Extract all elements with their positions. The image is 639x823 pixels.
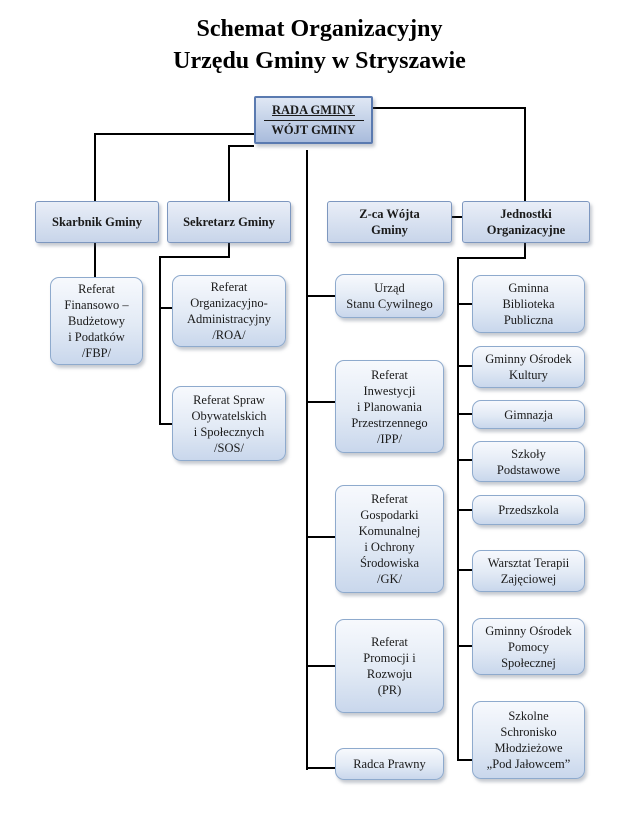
head-jednostki: Jednostki Organizacyjne [462, 201, 590, 243]
root-top-label: RADA GMINY [272, 102, 355, 117]
head-sekretarz: Sekretarz Gminy [167, 201, 291, 243]
unit-pr: Referat Promocji i Rozwoju (PR) [335, 619, 444, 713]
unit-fbp: Referat Finansowo – Budżetowy i Podatków… [50, 277, 143, 365]
unit-gok: Gminny Ośrodek Kultury [472, 346, 585, 388]
root-bottom-label: WÓJT GMINY [271, 122, 356, 137]
root-box: RADA GMINY WÓJT GMINY [254, 96, 373, 144]
unit-gops: Gminny Ośrodek Pomocy Społecznej [472, 618, 585, 675]
unit-schronisko: Szkolne Schronisko Młodzieżowe „Pod Jało… [472, 701, 585, 779]
connector-sekretarz-bus [159, 243, 230, 425]
unit-przedszkola: Przedszkola [472, 495, 585, 525]
unit-ipp: Referat Inwestycji i Planowania Przestrz… [335, 360, 444, 453]
unit-radca-prawny: Radca Prawny [335, 748, 444, 780]
unit-gk: Referat Gospodarki Komunalnej i Ochrony … [335, 485, 444, 593]
unit-szkoly: Szkoły Podstawowe [472, 441, 585, 482]
chart-title-line2: Urzędu Gminy w Stryszawie [173, 48, 466, 74]
unit-usc: Urząd Stanu Cywilnego [335, 274, 444, 318]
connector-root-jednostki [373, 107, 526, 201]
unit-sos: Referat Spraw Obywatelskich i Społecznyc… [172, 386, 286, 461]
head-zastepca: Z-ca Wójta Gminy [327, 201, 452, 243]
unit-roa: Referat Organizacyjno- Administracyjny /… [172, 275, 286, 347]
connector-root-skarbnik [94, 133, 254, 201]
root-separator [263, 119, 364, 121]
unit-warsztat: Warsztat Terapii Zajęciowej [472, 550, 585, 592]
chart-title-line1: Schemat Organizacyjny [196, 16, 443, 42]
head-skarbnik: Skarbnik Gminy [35, 201, 159, 243]
unit-gimnazja: Gimnazja [472, 400, 585, 429]
unit-biblioteka: Gminna Biblioteka Publiczna [472, 275, 585, 333]
connector-jednostki-bus [457, 243, 526, 761]
connector-root-sekretarz [228, 145, 254, 201]
